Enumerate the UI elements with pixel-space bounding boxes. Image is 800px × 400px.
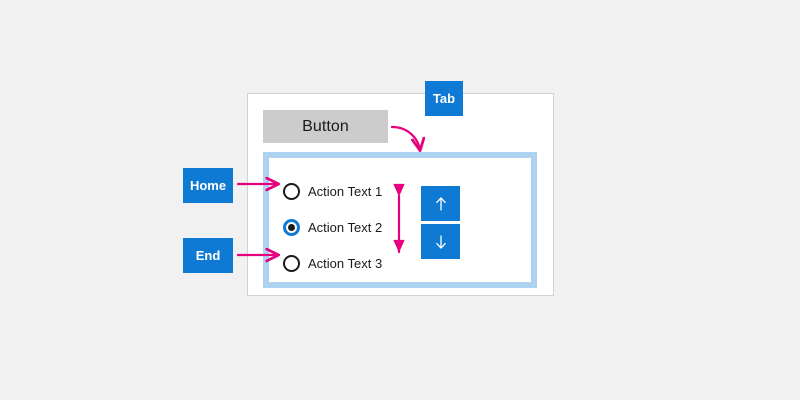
- arrow-down-icon: [435, 234, 446, 249]
- keycap-end-label: End: [195, 248, 221, 263]
- radio-label: Action Text 2: [308, 219, 383, 235]
- radio-unchecked-icon[interactable]: [283, 254, 300, 272]
- radio-checked-icon[interactable]: [283, 218, 300, 236]
- radio-label: Action Text 1: [308, 183, 383, 199]
- radio-row[interactable]: Action Text 3: [283, 245, 413, 281]
- radio-list: Action Text 1 Action Text 2 Action Text …: [283, 173, 413, 281]
- radio-row[interactable]: Action Text 1: [283, 173, 413, 209]
- radio-row[interactable]: Action Text 2: [283, 209, 413, 245]
- push-button[interactable]: Button: [263, 110, 388, 143]
- push-button-label: Button: [302, 117, 349, 135]
- keycap-end: End: [183, 238, 233, 273]
- spinner-down-button[interactable]: [421, 224, 460, 259]
- radio-label: Action Text 3: [308, 255, 383, 271]
- radio-unchecked-icon[interactable]: [283, 182, 300, 200]
- arrow-up-icon: [435, 196, 446, 211]
- keycap-tab-label: Tab: [432, 91, 456, 106]
- keycap-home-label: Home: [189, 178, 227, 193]
- keycap-home: Home: [183, 168, 233, 203]
- spinner-up-button[interactable]: [421, 186, 460, 221]
- keycap-tab: Tab: [425, 81, 463, 116]
